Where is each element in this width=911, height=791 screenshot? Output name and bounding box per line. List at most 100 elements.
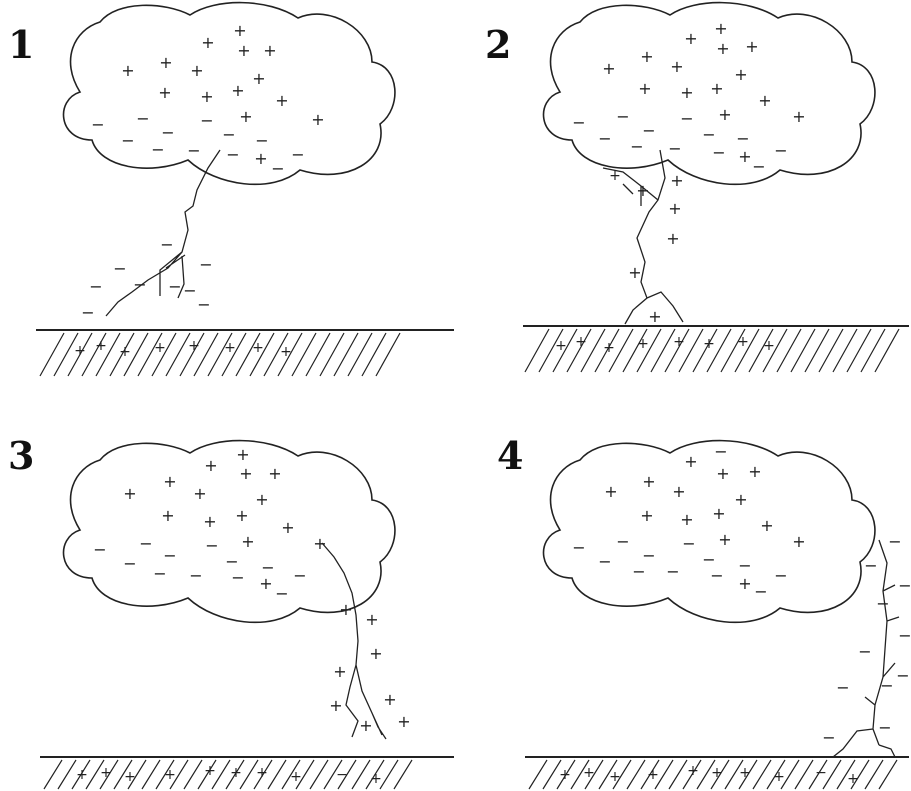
svg-text:+: + [252,69,265,88]
svg-text:−: − [864,556,877,575]
svg-text:+: + [163,472,176,491]
svg-text:+: + [290,769,302,785]
svg-text:−: − [81,303,94,322]
ground-hatching [40,333,400,376]
svg-text:+: + [263,41,276,60]
svg-text:+: + [604,482,617,501]
svg-text:+: + [745,37,758,56]
svg-text:+: + [254,149,267,168]
svg-text:−: − [774,141,787,160]
svg-text:−: − [187,141,200,160]
svg-text:+: + [684,29,697,48]
svg-text:−: − [133,275,146,294]
svg-text:+: + [329,696,342,715]
svg-text:−: − [199,255,212,274]
svg-text:+: + [687,763,699,779]
svg-text:−: − [858,642,871,661]
svg-text:−: − [616,107,629,126]
svg-text:+: + [161,506,174,525]
svg-text:−: − [774,566,787,585]
svg-text:+: + [313,534,326,553]
svg-text:+: + [603,340,615,356]
svg-text:+: + [734,490,747,509]
svg-text:−: − [682,534,695,553]
svg-text:+: + [268,464,281,483]
svg-text:+: + [252,340,264,356]
svg-text:−: − [738,556,751,575]
svg-text:−: − [572,113,585,132]
svg-text:+: + [124,769,136,785]
svg-text:−: − [291,145,304,164]
svg-text:+: + [792,107,805,126]
svg-text:+: + [739,765,751,781]
svg-text:−: − [275,584,288,603]
svg-text:+: + [737,334,749,350]
svg-text:−: − [680,109,693,128]
svg-text:−: − [153,564,166,583]
svg-text:−: − [888,532,901,551]
svg-text:−: − [712,143,725,162]
svg-text:+: + [74,343,86,359]
svg-text:−: − [222,125,235,144]
svg-text:+: + [718,530,731,549]
svg-text:−: − [598,552,611,571]
svg-text:+: + [648,307,661,326]
svg-text:+: + [714,19,727,38]
svg-text:−: − [642,121,655,140]
svg-text:−: − [736,129,749,148]
panel-4: 4 −+++ ++++ ++++ +++ −−− −−−− −−−−− −−−−… [455,395,910,790]
svg-text:−: − [189,566,202,585]
svg-text:+: + [281,518,294,537]
svg-text:−: − [163,546,176,565]
svg-text:+: + [712,504,725,523]
svg-text:−: − [632,562,645,581]
svg-text:+: + [672,482,685,501]
svg-text:+: + [241,532,254,551]
svg-text:+: + [311,110,324,129]
svg-text:+: + [640,47,653,66]
svg-text:−: − [121,131,134,150]
svg-text:+: + [365,610,378,629]
panel-1: 1 ++++ ++++ ++++ +++ −−− −−−− −−−−− −−− … [0,0,455,395]
svg-text:+: + [637,336,649,352]
svg-text:−: − [136,109,149,128]
svg-text:−: − [896,666,909,685]
svg-text:−: − [702,125,715,144]
svg-text:−: − [752,157,765,176]
svg-text:+: + [121,61,134,80]
svg-text:+: + [684,452,697,471]
svg-text:+: + [190,61,203,80]
svg-text:+: + [583,765,595,781]
svg-text:+: + [738,574,751,593]
svg-text:+: + [200,87,213,106]
svg-text:−: − [91,115,104,134]
svg-text:−: − [668,139,681,158]
svg-text:+: + [233,21,246,40]
svg-text:+: + [231,81,244,100]
svg-text:+: + [703,336,715,352]
svg-text:−: − [168,277,181,296]
panel-3: 3 ++++ ++++ ++++ +++ −−− −−−− −−−−− ++++… [0,395,455,790]
svg-text:+: + [359,716,372,735]
svg-text:+: + [748,462,761,481]
svg-text:−: − [630,137,643,156]
svg-text:+: + [609,769,621,785]
svg-text:−: − [572,538,585,557]
svg-text:−: − [151,140,164,159]
panel-1-drawing: ++++ ++++ ++++ +++ −−− −−−− −−−−− −−− −−… [0,0,455,395]
svg-text:+: + [628,263,641,282]
svg-text:+: + [575,334,587,350]
svg-text:−: − [160,235,173,254]
svg-text:+: + [773,769,785,785]
svg-text:+: + [638,79,651,98]
svg-text:+: + [239,107,252,126]
svg-text:−: − [815,765,827,781]
svg-text:+: + [640,506,653,525]
panel-4-drawing: −+++ ++++ ++++ +++ −−− −−−− −−−−− −−−−−−… [455,395,910,790]
svg-text:−: − [183,281,196,300]
svg-text:+: + [680,510,693,529]
thundercloud [544,441,875,623]
svg-text:+: + [203,512,216,531]
svg-text:−: − [876,594,889,613]
svg-text:+: + [734,65,747,84]
